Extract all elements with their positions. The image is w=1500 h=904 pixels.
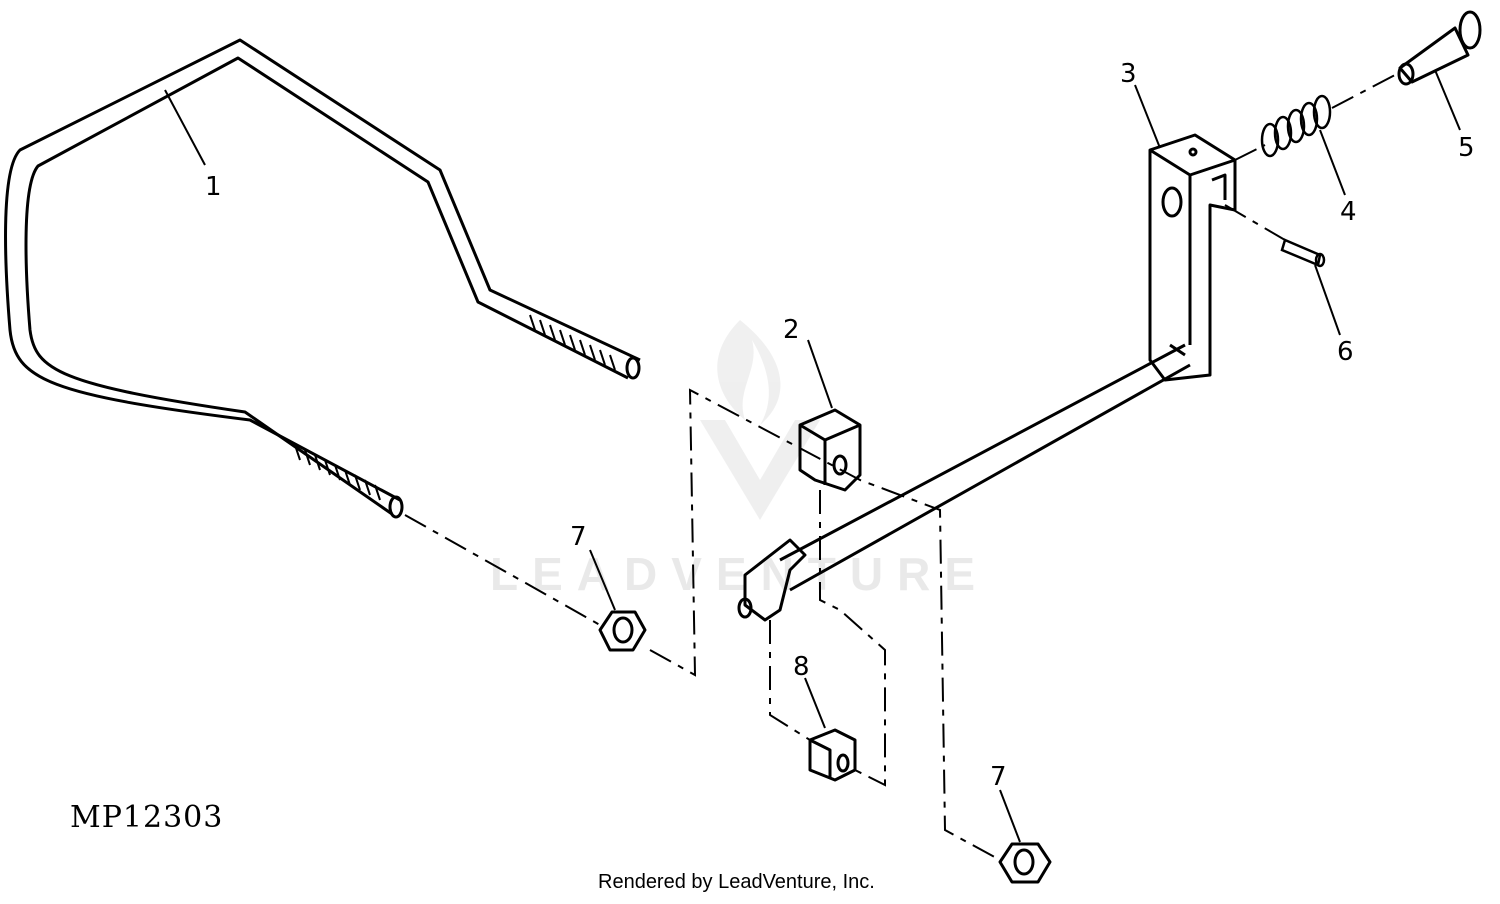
callout-7-bottom: 7	[990, 762, 1007, 792]
part-2-clevis	[798, 408, 862, 492]
rod-end-cam	[737, 538, 807, 622]
part-6-roll-pin	[1280, 238, 1326, 268]
drawing-code: MP12303	[70, 800, 223, 835]
leader-lines	[164, 69, 1461, 843]
leadventure-watermark: LEADVENTURE	[490, 320, 989, 600]
assembly-center-lines	[404, 74, 1396, 861]
callout-1: 1	[205, 172, 222, 202]
part-8-block	[808, 728, 857, 782]
callout-5: 5	[1458, 133, 1475, 163]
part-5-pin	[1397, 10, 1482, 86]
callout-labels: 1 2 3 4 5 6 7 8 7	[205, 59, 1475, 792]
part-3-lever	[779, 133, 1237, 592]
callout-8: 8	[793, 652, 810, 682]
callout-3: 3	[1120, 59, 1137, 89]
part-4-spring	[1260, 94, 1332, 158]
part-7-nut-left	[598, 610, 647, 652]
part-7-nut-bottom	[998, 842, 1052, 884]
watermark-text: LEADVENTURE	[490, 548, 989, 600]
part-1-handle-bar	[4, 38, 641, 519]
callout-6: 6	[1337, 337, 1354, 367]
callout-2: 2	[783, 315, 800, 345]
callout-4: 4	[1340, 197, 1357, 227]
callout-7-left: 7	[570, 522, 587, 552]
render-credit: Rendered by LeadVenture, Inc.	[598, 871, 875, 893]
